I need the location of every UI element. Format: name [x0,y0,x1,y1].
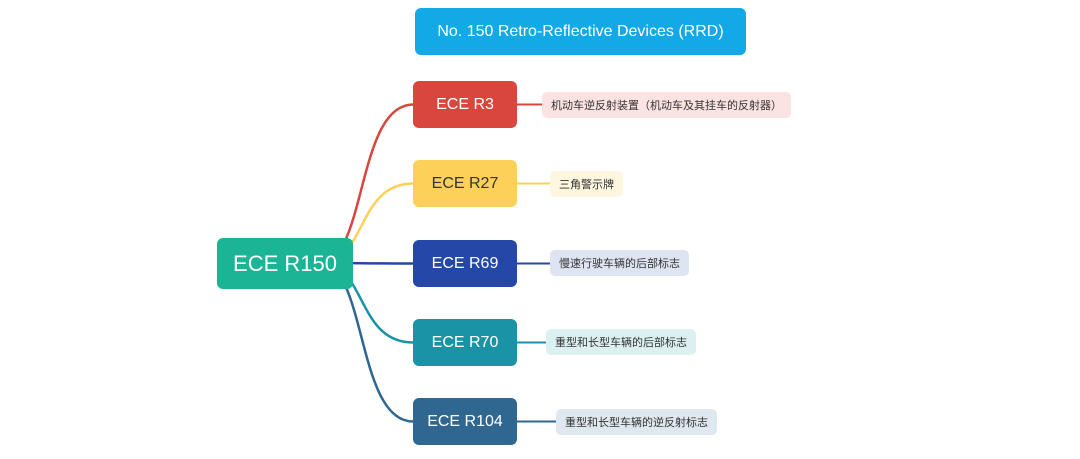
branch-node-ece-r3: ECE R3 [413,81,517,128]
branch-description-ece-r104: 重型和长型车辆的逆反射标志 [556,409,717,435]
root-node: ECE R150 [217,238,353,289]
branch-description-ece-r27: 三角警示牌 [550,171,623,197]
branch-description-ece-r70: 重型和长型车辆的后部标志 [546,329,696,355]
branch-node-ece-r70: ECE R70 [413,319,517,366]
branch-description-ece-r3: 机动车逆反射装置（机动车及其挂车的反射器） [542,92,791,118]
branch-node-ece-r69: ECE R69 [413,240,517,287]
diagram-title: No. 150 Retro-Reflective Devices (RRD) [415,8,746,55]
branch-description-ece-r69: 慢速行驶车辆的后部标志 [550,250,689,276]
branch-node-ece-r104: ECE R104 [413,398,517,445]
branch-node-ece-r27: ECE R27 [413,160,517,207]
